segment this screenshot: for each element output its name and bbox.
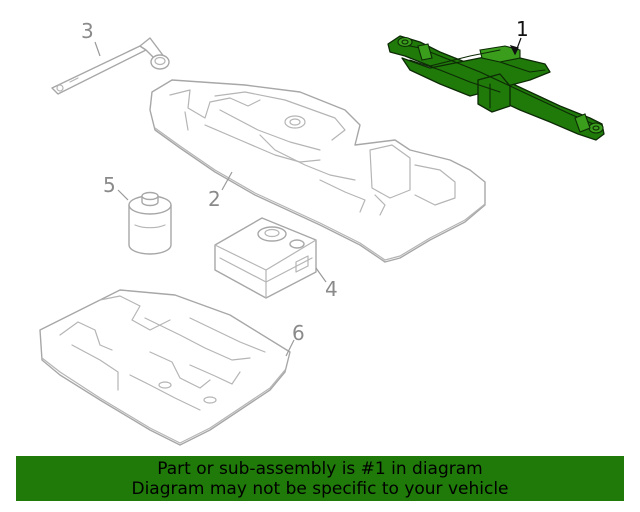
leader-line-3 bbox=[94, 41, 101, 57]
leader-line-6 bbox=[285, 339, 295, 357]
part-1-scissor-jack[interactable] bbox=[387, 35, 605, 141]
callout-3: 3 bbox=[81, 19, 94, 43]
callout-2: 2 bbox=[208, 187, 221, 211]
leader-arrow-1 bbox=[509, 45, 519, 56]
parts-diagram: 1 2 3 4 5 6 bbox=[39, 17, 605, 446]
callout-1: 1 bbox=[516, 17, 529, 41]
banner-line-1: Part or sub-assembly is #1 in diagram bbox=[157, 459, 483, 479]
part-4-compressor[interactable] bbox=[214, 217, 317, 299]
part-5-cylinder[interactable] bbox=[128, 191, 172, 255]
leader-line-4 bbox=[315, 267, 327, 283]
callout-4: 4 bbox=[325, 277, 338, 301]
leader-line-2 bbox=[221, 171, 233, 191]
info-banner: Part or sub-assembly is #1 in diagram Di… bbox=[16, 456, 624, 501]
part-6-lower-foam-tray[interactable] bbox=[39, 289, 291, 446]
callout-6: 6 bbox=[292, 321, 305, 345]
banner-line-2: Diagram may not be specific to your vehi… bbox=[131, 479, 509, 499]
callout-5: 5 bbox=[103, 173, 116, 197]
leader-line-5 bbox=[117, 189, 129, 201]
part-2-upper-foam-tray[interactable] bbox=[149, 79, 486, 263]
part-3-jack-handle[interactable] bbox=[51, 37, 170, 95]
